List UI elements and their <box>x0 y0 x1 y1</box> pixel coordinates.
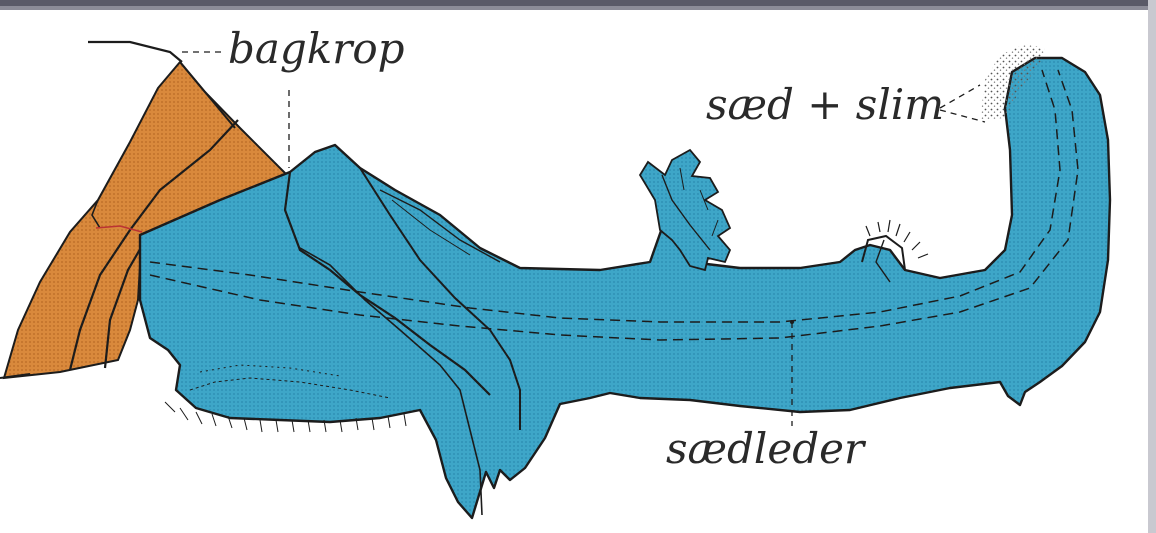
label-abdomen: bagkrop <box>228 28 405 70</box>
saedleder-point <box>790 320 794 324</box>
frame-top-shadow <box>0 6 1156 10</box>
reproductive-organ <box>140 58 1110 518</box>
label-vas-deferens: sædleder <box>666 428 864 470</box>
label-sperm-mucus: sæd + slim <box>706 84 944 126</box>
frame-top <box>0 0 1156 6</box>
frame-right <box>1148 0 1156 533</box>
leader-saed-slim-lower <box>940 110 985 122</box>
leader-saed-slim-upper <box>940 85 980 108</box>
